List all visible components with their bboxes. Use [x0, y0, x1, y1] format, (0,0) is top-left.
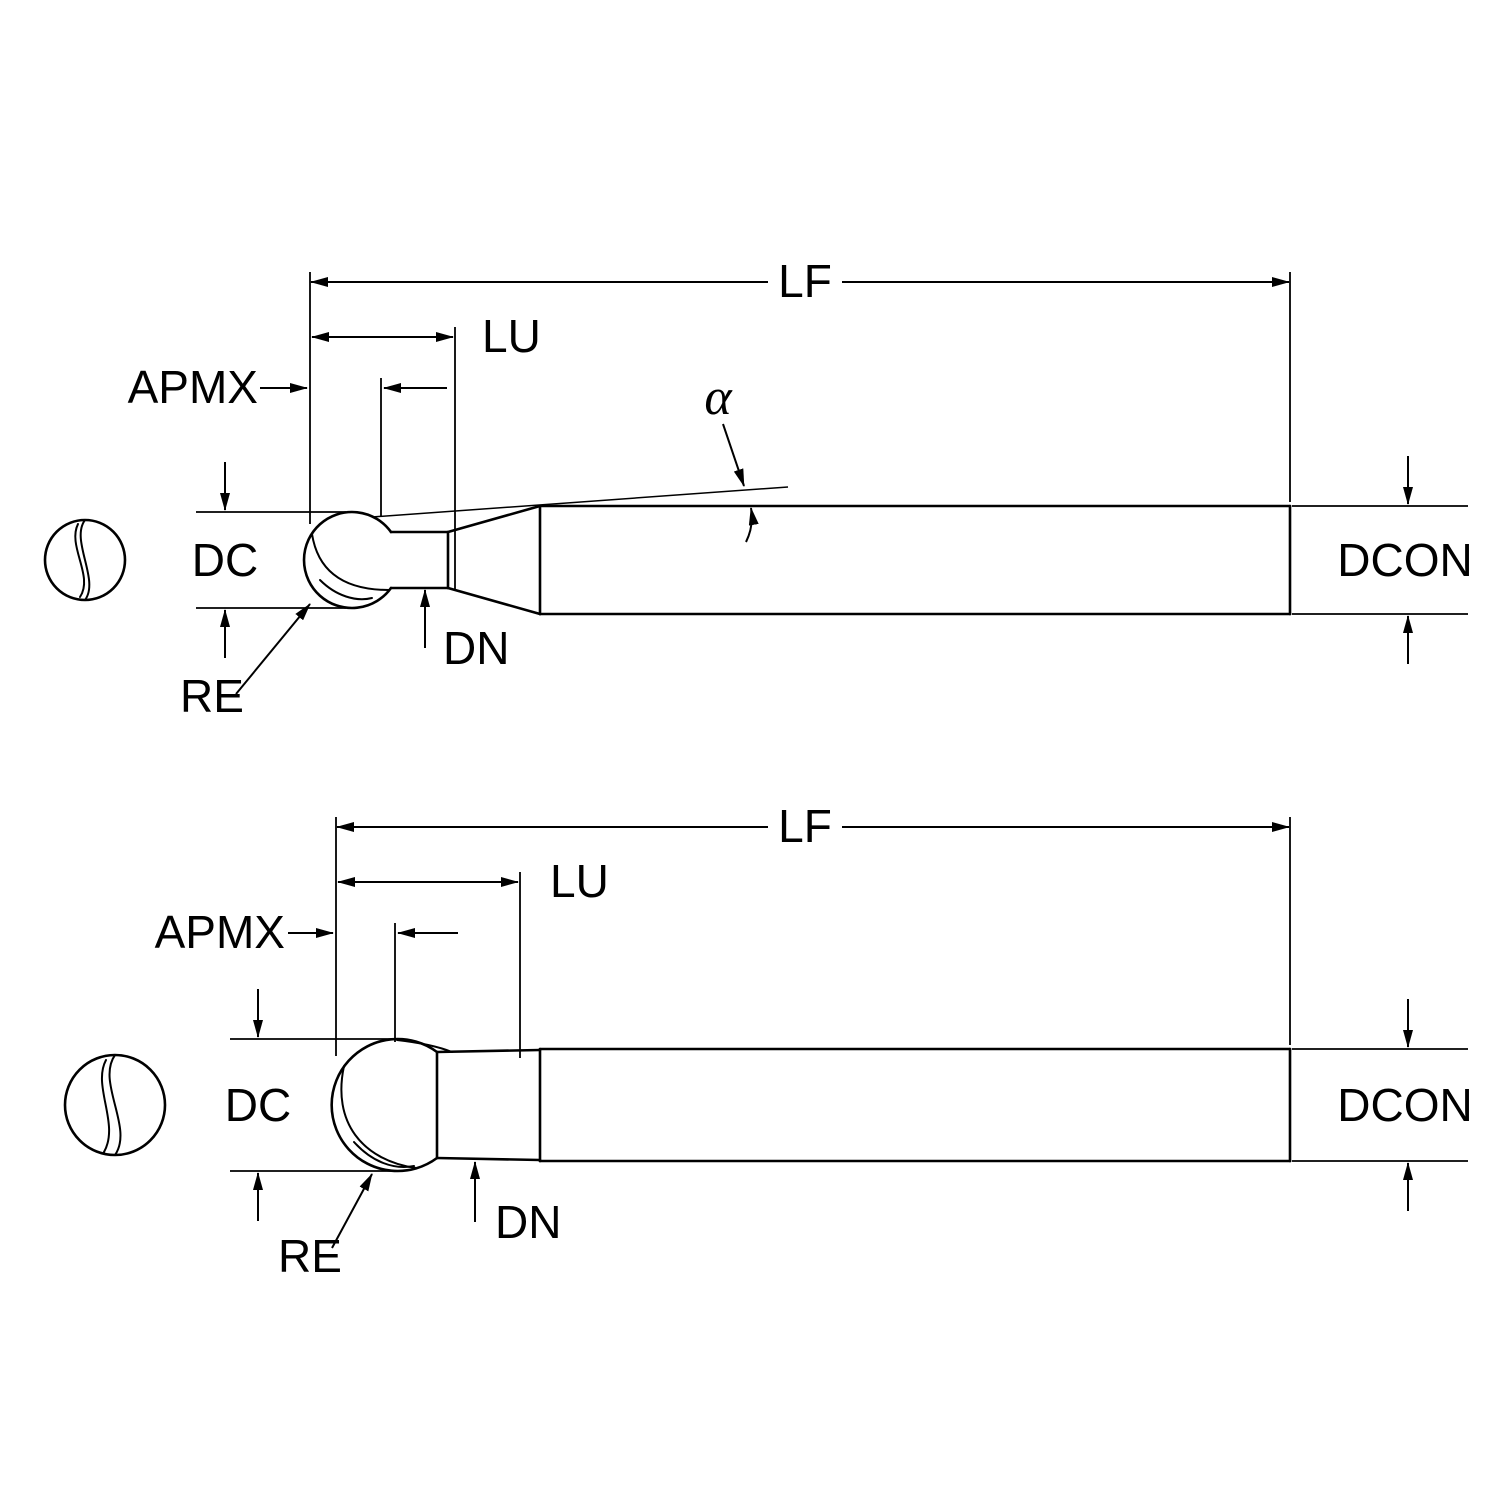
label-dc-top: DC — [192, 534, 258, 586]
dim-dn-bottom: DN — [470, 1161, 561, 1248]
label-alpha-top: α — [704, 369, 733, 426]
label-re-bottom: RE — [278, 1230, 342, 1282]
dim-lf-bottom: LF — [335, 800, 1291, 1056]
end-view-circle-bottom — [63, 1053, 167, 1157]
dim-dn-top: DN — [420, 589, 509, 674]
label-dn-bottom: DN — [495, 1196, 561, 1248]
label-lu-bottom: LU — [550, 855, 609, 907]
label-dcon-bottom: DCON — [1337, 1079, 1472, 1131]
dim-dc-bottom: DC — [225, 989, 392, 1221]
dim-lf-top: LF — [309, 255, 1291, 524]
dim-apmx-top: APMX — [128, 361, 447, 516]
bottom-diagram: LF LU APMX DC DN — [63, 800, 1473, 1282]
label-re-top: RE — [180, 670, 244, 722]
label-lf-bottom: LF — [778, 800, 832, 852]
tool-outline-top — [302, 486, 1292, 616]
label-apmx-bottom: APMX — [155, 906, 285, 958]
label-dc-bottom: DC — [225, 1079, 291, 1131]
dim-lu-top: LU — [311, 310, 541, 590]
label-dn-top: DN — [443, 622, 509, 674]
end-view-circle-top — [43, 518, 127, 602]
label-dcon-top: DCON — [1337, 534, 1472, 586]
dim-re-bottom: RE — [278, 1173, 373, 1282]
label-apmx-top: APMX — [128, 361, 258, 413]
dim-dcon-top: DCON — [1292, 456, 1473, 664]
dim-alpha-top: α — [704, 369, 759, 543]
dim-dc-top: DC — [192, 462, 346, 658]
dim-re-top: RE — [180, 603, 311, 722]
tool-outline-bottom — [330, 1037, 1292, 1173]
dim-lu-bottom: LU — [337, 855, 609, 1058]
taper-reference-line — [371, 486, 789, 518]
label-lf-top: LF — [778, 255, 832, 307]
dim-dcon-bottom: DCON — [1292, 999, 1473, 1211]
top-diagram: LF LU APMX α DC — [43, 255, 1473, 722]
label-lu-top: LU — [482, 310, 541, 362]
dim-apmx-bottom: APMX — [155, 906, 458, 1042]
